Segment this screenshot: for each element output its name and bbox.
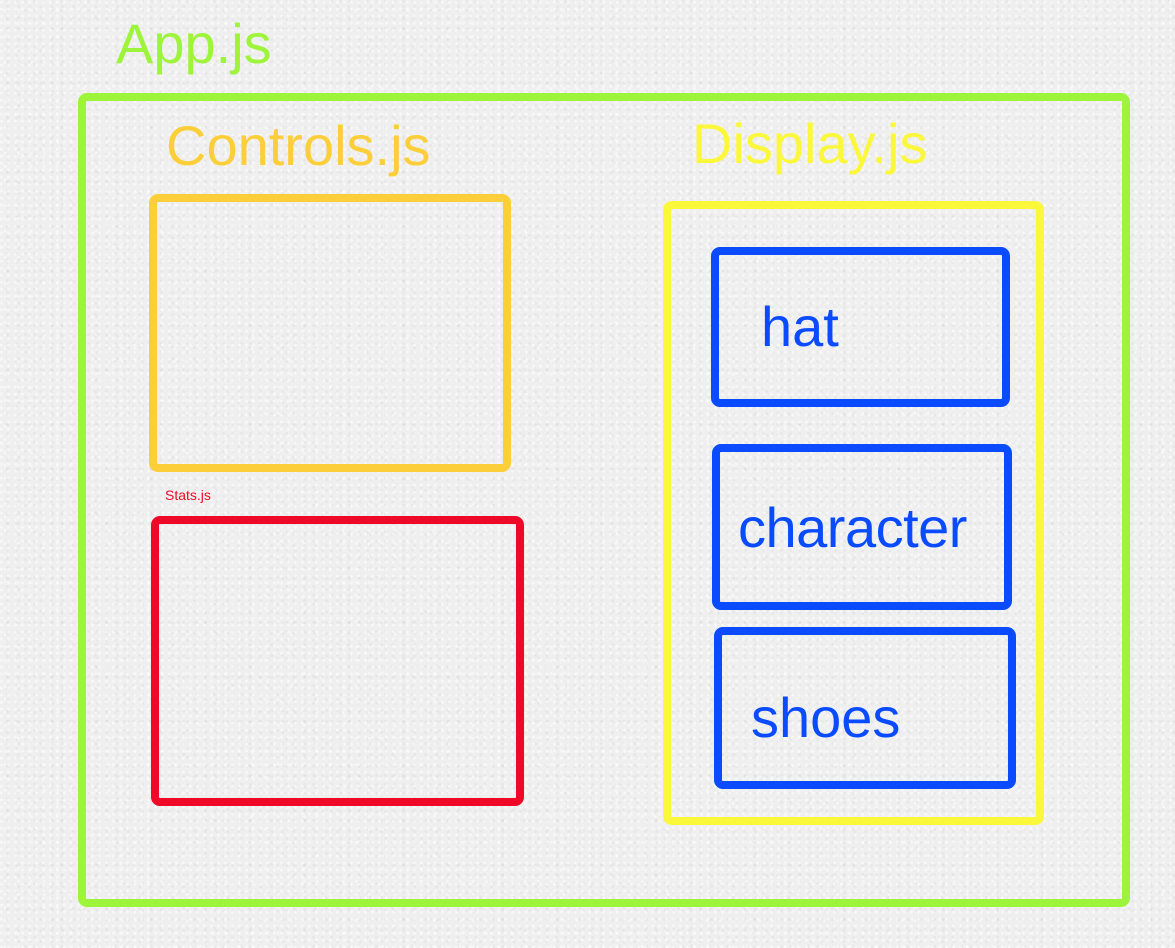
stats-component-box: [151, 516, 524, 806]
stats-title: Stats.js: [165, 487, 211, 503]
character-label: character: [738, 496, 967, 559]
shoes-label: shoes: [751, 686, 901, 749]
display-component-box: [663, 201, 1044, 825]
display-title: Display.js: [692, 112, 928, 175]
controls-title: Controls.js: [166, 114, 431, 177]
controls-component-box: [149, 194, 511, 472]
character-component-box: character: [712, 444, 1012, 610]
shoes-component-box: shoes: [714, 627, 1016, 789]
app-title: App.js: [116, 12, 272, 75]
hat-component-box: hat: [711, 247, 1010, 407]
hat-label: hat: [761, 295, 839, 358]
app-component-box: [78, 93, 1130, 907]
